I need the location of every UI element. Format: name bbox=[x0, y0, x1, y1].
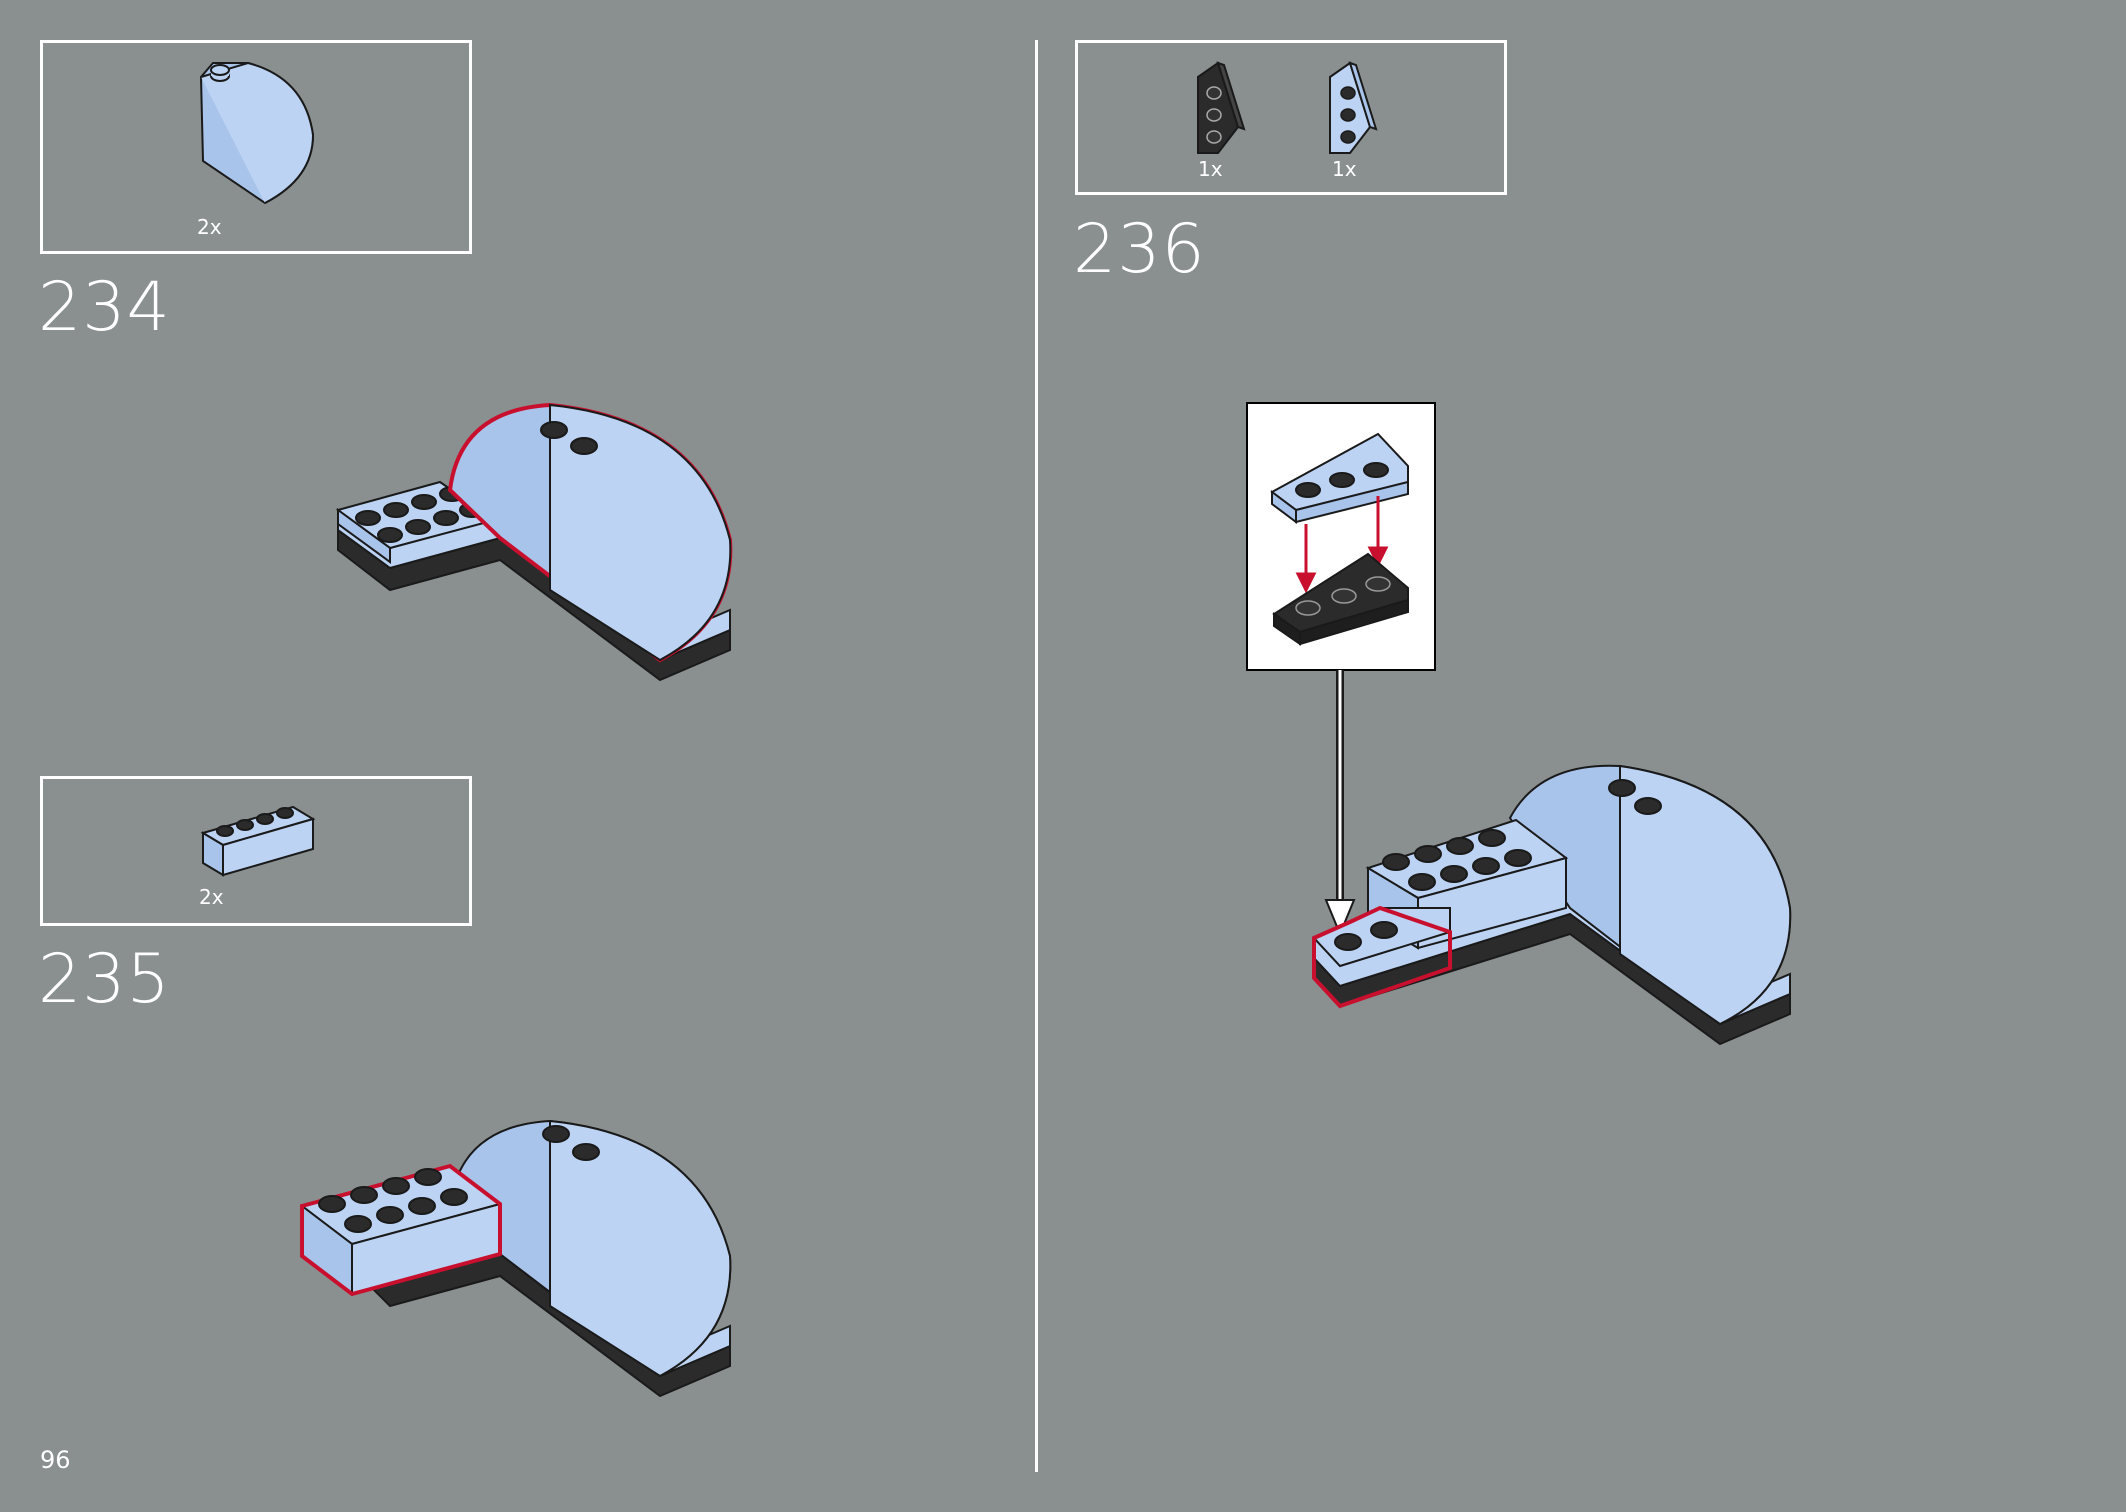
page-divider bbox=[1035, 40, 1038, 1472]
sub-assembly-callout bbox=[1246, 402, 1436, 671]
wedge-plate-stacking-illustration bbox=[1270, 432, 1409, 646]
step-236-assembly-illustration bbox=[1312, 764, 1792, 1046]
part-qty: 2x bbox=[199, 885, 224, 909]
step-number: 236 bbox=[1073, 210, 1206, 289]
part-qty: 1x bbox=[1198, 157, 1223, 181]
step-234-assembly-illustration bbox=[335, 402, 733, 682]
brick-1x4-part-icon bbox=[200, 805, 316, 877]
black-wedge-plate-part-icon bbox=[1197, 61, 1246, 154]
curved-slope-part-icon bbox=[199, 61, 315, 205]
light-blue-wedge-plate-part-icon bbox=[1329, 61, 1378, 154]
parts-box-step-234: 2x bbox=[40, 40, 472, 254]
step-number: 235 bbox=[38, 940, 171, 1019]
step-number: 234 bbox=[38, 268, 171, 347]
parts-box-step-235: 2x bbox=[40, 776, 472, 926]
callout-pointer-arrow bbox=[1324, 670, 1356, 937]
part-qty: 1x bbox=[1332, 157, 1357, 181]
page-number: 96 bbox=[40, 1446, 71, 1474]
step-235-assembly-illustration bbox=[299, 1119, 732, 1398]
parts-box-step-236: 1x 1x bbox=[1075, 40, 1507, 195]
part-qty: 2x bbox=[197, 215, 222, 239]
